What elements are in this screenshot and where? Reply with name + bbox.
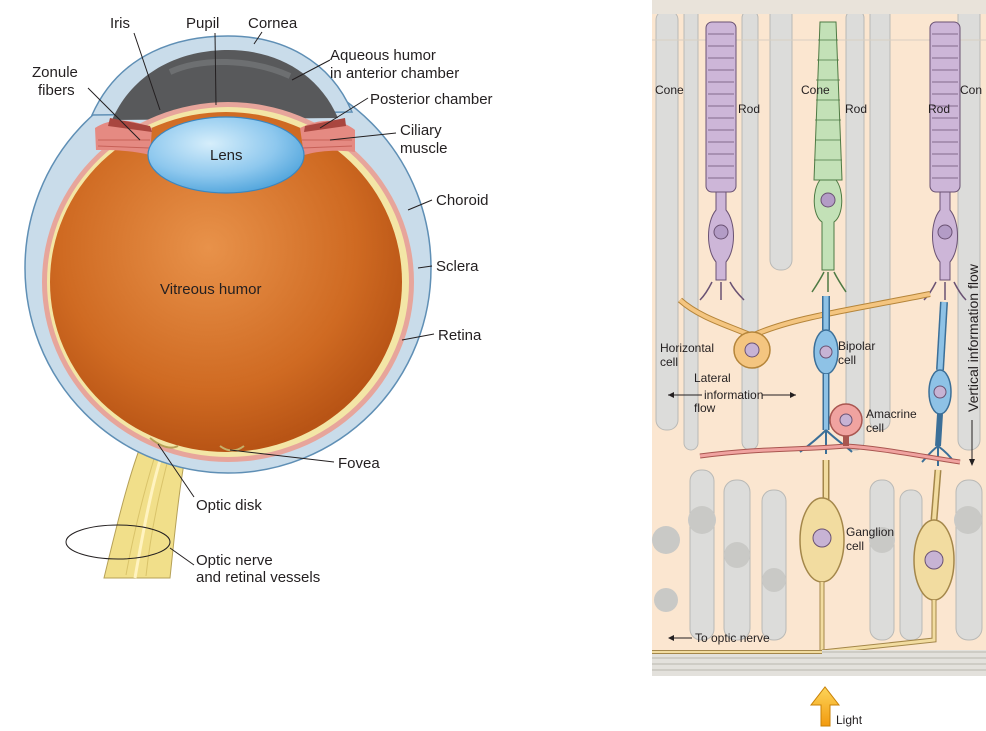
label-vitreous: Vitreous humor [160, 281, 261, 298]
label-rod-3: Rod [928, 102, 950, 116]
label-aqueous-2: in anterior chamber [330, 65, 459, 82]
label-ciliary-1: Ciliary [400, 122, 442, 139]
label-cone-mid: Cone [801, 83, 830, 97]
label-ciliary-2: muscle [400, 140, 448, 157]
label-lens: Lens [210, 147, 243, 164]
label-sclera: Sclera [436, 258, 479, 275]
light-arrow: Light [811, 687, 863, 727]
label-lateral-3: flow [694, 401, 716, 415]
label-optic-disk: Optic disk [196, 497, 262, 514]
label-optic-nerve-2: and retinal vessels [196, 569, 320, 586]
label-posterior-chamber: Posterior chamber [370, 91, 493, 108]
label-fovea: Fovea [338, 455, 380, 472]
label-cornea: Cornea [248, 15, 298, 32]
label-rod-1: Rod [738, 102, 760, 116]
label-horizontal-1: Horizontal [660, 341, 714, 355]
label-zonule-1: Zonule [32, 64, 78, 81]
label-bipolar-2: cell [838, 353, 856, 367]
label-pupil: Pupil [186, 15, 219, 32]
label-choroid: Choroid [436, 192, 489, 209]
eye-diagram: Iris Pupil Cornea Aqueous humor in anter… [25, 15, 493, 586]
label-ganglion-1: Ganglion [846, 525, 894, 539]
label-retina: Retina [438, 327, 482, 344]
label-lateral-2: information [704, 388, 763, 402]
label-aqueous-1: Aqueous humor [330, 47, 436, 64]
label-horizontal-2: cell [660, 355, 678, 369]
label-amacrine-2: cell [866, 421, 884, 435]
label-to-optic-nerve: To optic nerve [695, 631, 770, 645]
label-vertical-flow: Vertical information flow [965, 263, 981, 412]
label-lateral-1: Lateral [694, 371, 731, 385]
label-amacrine-1: Amacrine [866, 407, 917, 421]
label-rod-2: Rod [845, 102, 867, 116]
label-light: Light [836, 713, 863, 727]
label-cone-right: Con [960, 83, 982, 97]
label-ganglion-2: cell [846, 539, 864, 553]
label-zonule-2: fibers [38, 82, 75, 99]
label-iris: Iris [110, 15, 130, 32]
label-bipolar-1: Bipolar [838, 339, 875, 353]
label-cone-left: Cone [655, 83, 684, 97]
label-optic-nerve-1: Optic nerve [196, 552, 273, 569]
